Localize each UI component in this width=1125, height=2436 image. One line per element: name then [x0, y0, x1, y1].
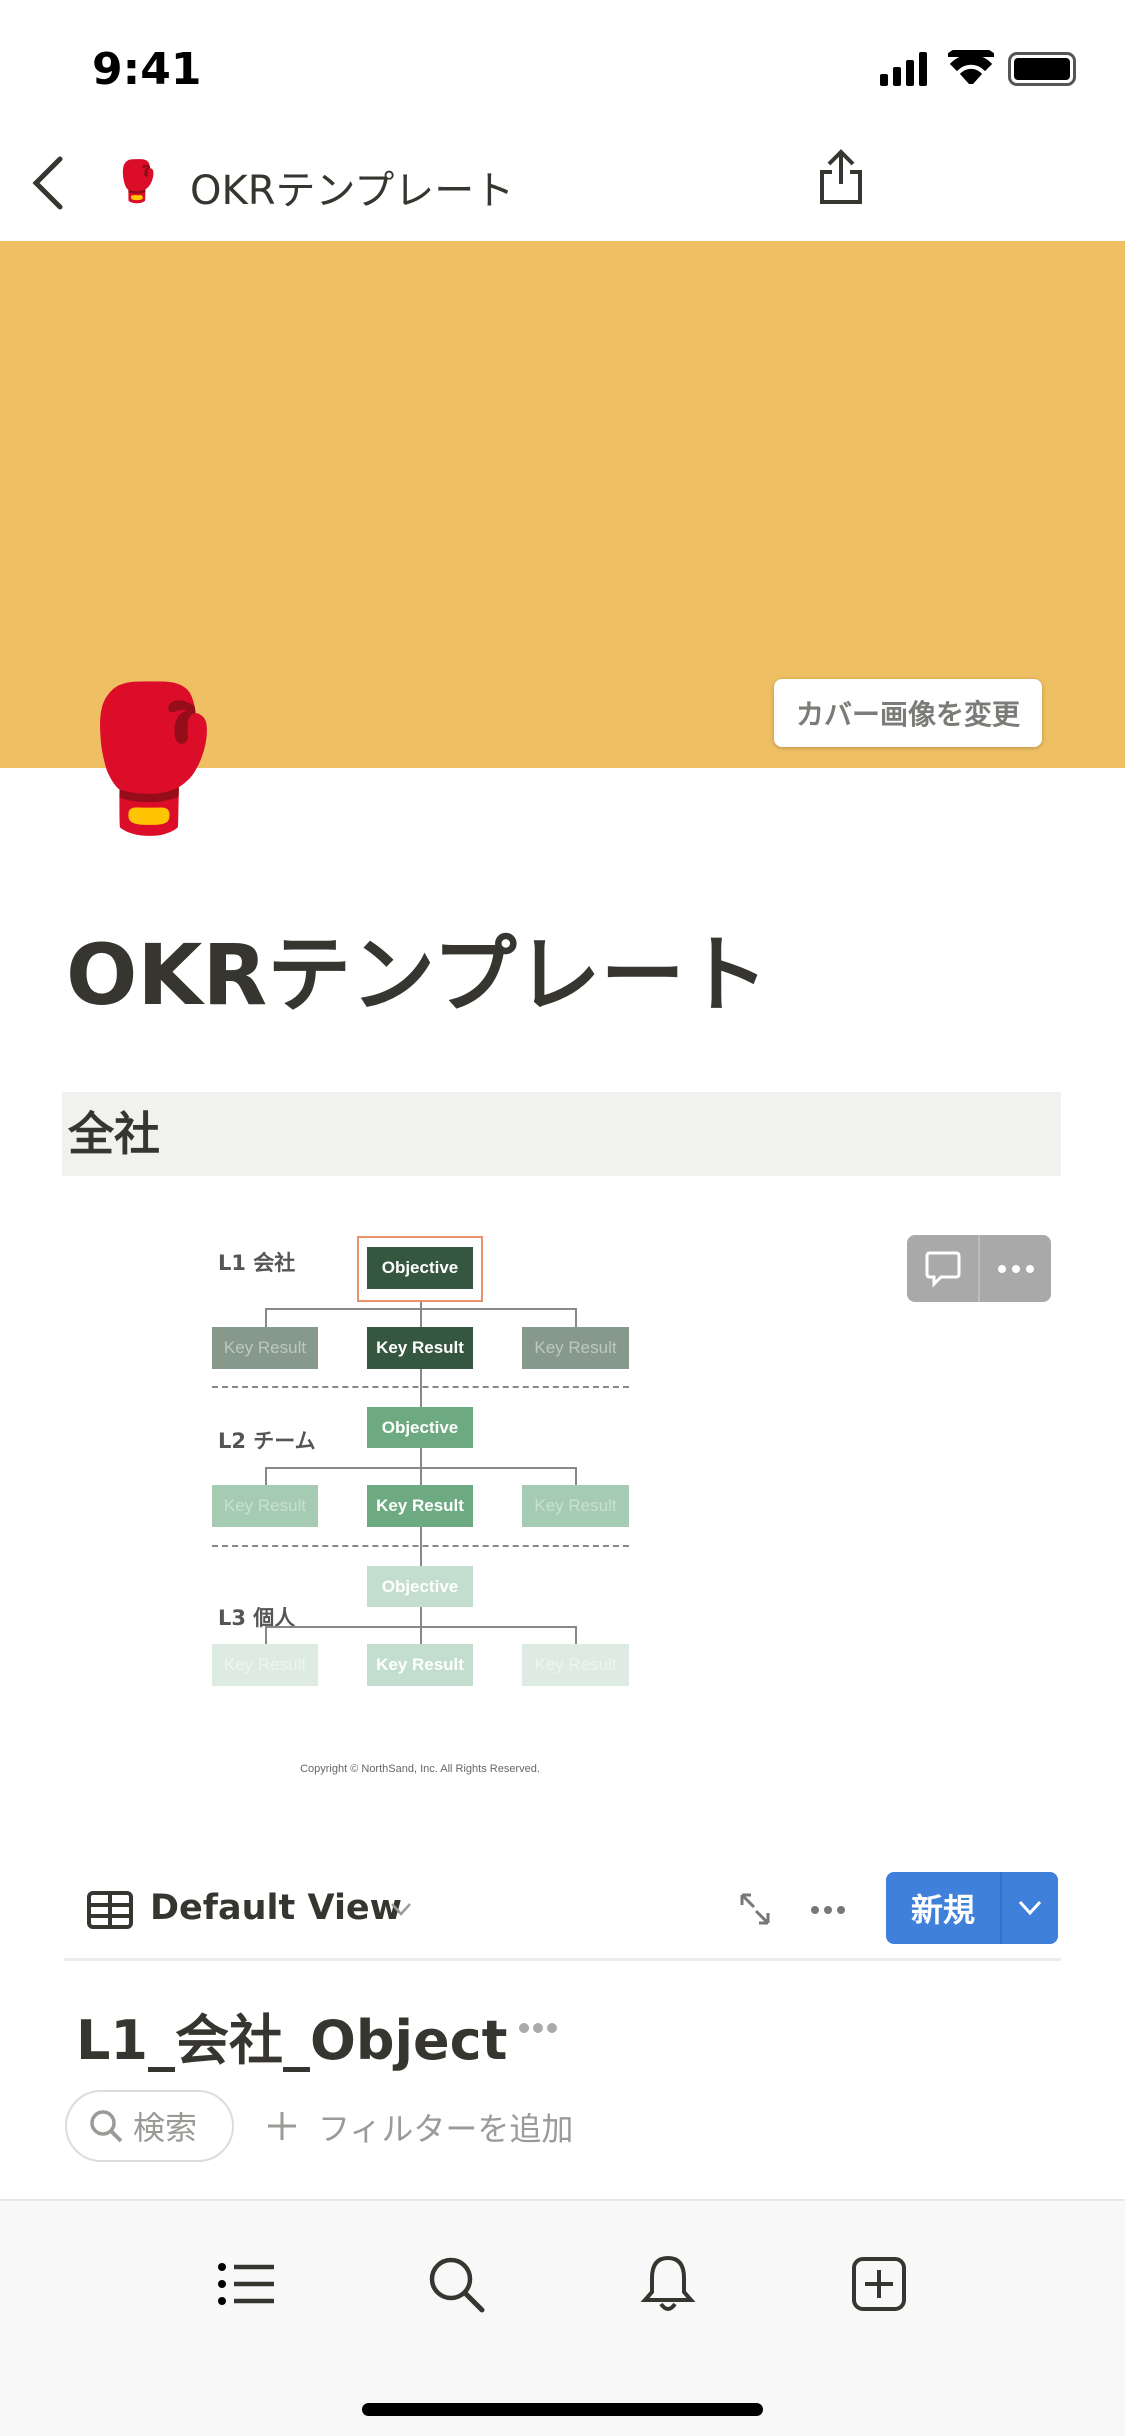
more-icon — [997, 1264, 1034, 1273]
chevron-down-icon[interactable] — [390, 1902, 412, 1916]
level-label: L2 チーム — [218, 1429, 316, 1453]
new-label[interactable]: 新規 — [886, 1872, 1002, 1944]
page-emoji-icon[interactable]: 🥊 — [62, 678, 237, 841]
more-icon[interactable] — [518, 2022, 558, 2034]
divider — [64, 1958, 1061, 1961]
database-title[interactable]: L1_会社_Object — [76, 2009, 508, 2072]
search-button[interactable]: 検索 — [65, 2090, 234, 2162]
objective-box: Objective — [367, 1566, 473, 1607]
add-filter-button[interactable]: フィルターを追加 — [318, 2110, 574, 2148]
key-result-box: Key Result — [522, 1485, 629, 1527]
objective-box: Objective — [367, 1247, 473, 1289]
chevron-down-icon — [1018, 1900, 1042, 1916]
share-icon[interactable] — [818, 148, 864, 206]
key-result-box: Key Result — [522, 1327, 629, 1369]
level-label: L1 会社 — [218, 1251, 296, 1275]
key-result-box: Key Result — [212, 1644, 318, 1686]
key-result-box: Key Result — [367, 1327, 473, 1369]
wifi-icon — [948, 50, 994, 84]
key-result-box: Key Result — [212, 1327, 318, 1369]
back-icon[interactable] — [30, 155, 66, 211]
search-label: 検索 — [133, 2109, 198, 2147]
nav-title: OKRテンプレート — [190, 168, 515, 214]
new-dropdown[interactable] — [1002, 1872, 1058, 1944]
search-icon — [90, 2110, 123, 2143]
view-selector[interactable]: Default View — [150, 1888, 403, 1928]
image-actions — [907, 1235, 1051, 1302]
status-time: 9:41 — [92, 44, 202, 95]
key-result-box: Key Result — [367, 1644, 473, 1686]
plus-icon[interactable] — [266, 2110, 298, 2142]
heading-block[interactable]: 全社 — [62, 1092, 1061, 1176]
table-icon — [87, 1891, 133, 1929]
bell-icon[interactable] — [640, 2252, 696, 2314]
more-button[interactable] — [980, 1235, 1051, 1302]
search-icon[interactable] — [428, 2256, 486, 2314]
objective-box: Objective — [367, 1407, 473, 1448]
new-page-icon[interactable] — [851, 2256, 907, 2312]
more-icon[interactable] — [810, 1905, 846, 1915]
change-cover-button[interactable]: カバー画像を変更 — [774, 679, 1042, 747]
key-result-box: Key Result — [212, 1485, 318, 1527]
page-icon: 🥊 — [112, 159, 162, 205]
bottom-tab-bar — [0, 2199, 1125, 2436]
list-icon[interactable] — [218, 2262, 276, 2306]
comment-icon — [925, 1251, 960, 1288]
key-result-box: Key Result — [367, 1485, 473, 1527]
comment-button[interactable] — [907, 1235, 980, 1302]
key-result-box: Key Result — [522, 1644, 629, 1686]
signal-icon — [880, 52, 927, 86]
new-button[interactable]: 新規 — [886, 1872, 1058, 1944]
home-indicator — [362, 2403, 763, 2416]
page-title[interactable]: OKRテンプレート — [66, 926, 769, 1024]
expand-icon[interactable] — [738, 1891, 772, 1927]
battery-icon — [1008, 52, 1076, 86]
copyright-text: Copyright © NorthSand, Inc. All Rights R… — [300, 1763, 540, 1775]
